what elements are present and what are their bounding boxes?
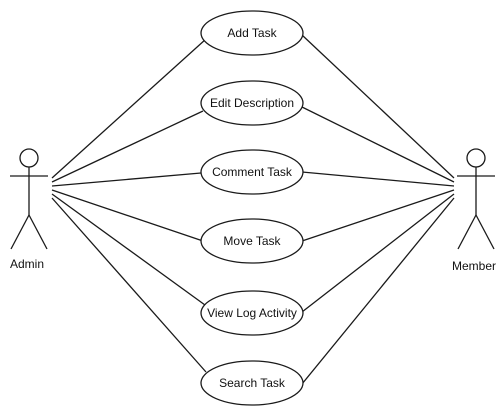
- actor-left-leg: [10, 214, 30, 250]
- use-case-search-task: Search Task: [200, 360, 304, 406]
- association-admin-view-log-activity: [51, 193, 206, 306]
- use-case-ellipse: [200, 218, 304, 264]
- association-admin-comment-task: [51, 172, 202, 187]
- use-case-ellipse: [200, 290, 304, 336]
- use-case-label: Add Task: [227, 26, 277, 40]
- association-member-search-task: [301, 197, 455, 385]
- association-admin-edit-description: [51, 110, 204, 183]
- association-member-comment-task: [301, 171, 455, 187]
- association-admin-move-task: [51, 189, 204, 242]
- actor-member: Member: [452, 148, 496, 273]
- use-case-edit-description: Edit Description: [200, 80, 304, 126]
- use-case-view-log-activity: View Log Activity: [200, 290, 304, 336]
- actor-head: [19, 148, 39, 168]
- use-case-ellipse: [200, 360, 304, 406]
- actor-left-leg: [457, 214, 477, 250]
- use-case-ellipse: [200, 80, 304, 126]
- use-case-label: Search Task: [219, 376, 286, 390]
- use-case-label: Edit Description: [210, 96, 294, 110]
- actor-label: Member: [452, 259, 496, 273]
- actor-label: Admin: [10, 257, 44, 271]
- association-member-add-task: [301, 34, 455, 179]
- use-case-label: Move Task: [223, 234, 281, 248]
- associations: [51, 34, 455, 385]
- use-case-ellipse: [200, 149, 304, 195]
- use-case-ellipse: [200, 10, 304, 56]
- actor-head: [466, 148, 486, 168]
- use-case-label: View Log Activity: [207, 306, 297, 320]
- actor-right-leg: [475, 214, 495, 250]
- association-admin-search-task: [51, 197, 207, 373]
- association-member-view-log-activity: [301, 193, 455, 313]
- actor-admin: Admin: [10, 148, 48, 271]
- association-member-edit-description: [301, 106, 455, 183]
- use-case-move-task: Move Task: [200, 218, 304, 264]
- use-case-label: Comment Task: [212, 165, 293, 179]
- use-case-comment-task: Comment Task: [200, 149, 304, 195]
- actor-right-leg: [28, 214, 48, 250]
- association-member-move-task: [301, 189, 455, 242]
- association-admin-add-task: [51, 38, 207, 179]
- use-case-add-task: Add Task: [200, 10, 304, 56]
